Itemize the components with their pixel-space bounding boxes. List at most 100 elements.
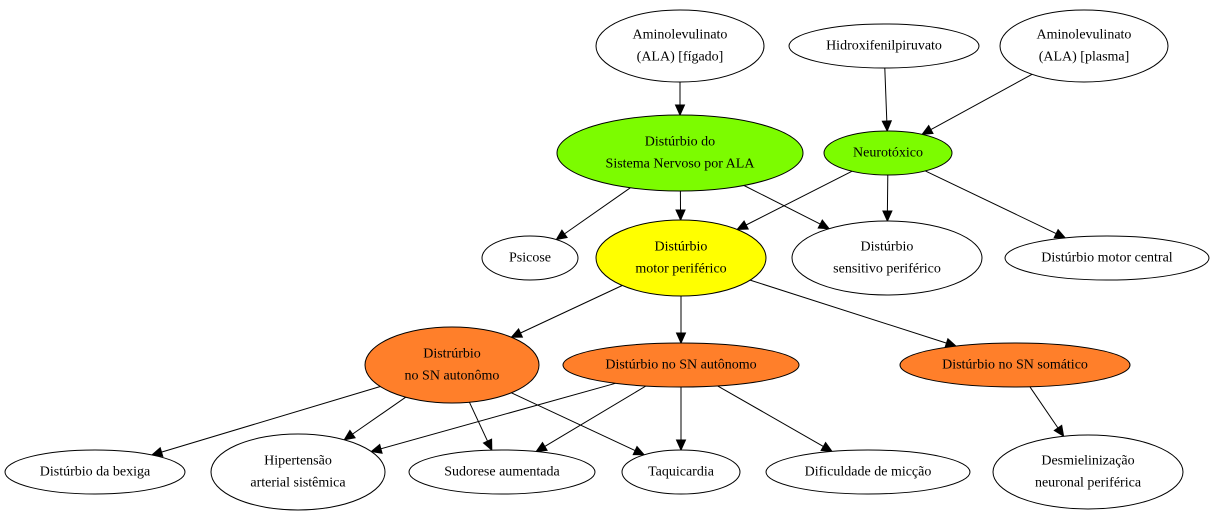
edge-disturbio-sn-somatico-to-desmielinizacao	[1029, 386, 1065, 438]
edge-line	[745, 170, 853, 226]
node-label-line: Hidroxifenilpiruvato	[826, 39, 942, 54]
node-sudorese[interactable]: Sudorese aumentada	[408, 449, 596, 495]
node-label-line: Desmielinização	[1041, 454, 1134, 469]
node-label-line: Distúrbio da bexiga	[40, 465, 151, 480]
node-ellipse	[595, 219, 767, 297]
node-label-line: Distúrbio no SN autônomo	[605, 358, 756, 373]
node-ellipse	[595, 9, 765, 83]
edge-line	[743, 185, 821, 225]
node-ellipse	[899, 342, 1131, 388]
node-disturbio-bexiga[interactable]: Distúrbio da bexiga	[4, 449, 186, 495]
edge-arrowhead	[535, 441, 548, 453]
node-ellipse	[788, 23, 980, 69]
edge-arrowhead	[370, 443, 383, 454]
edge-line	[544, 385, 647, 447]
node-label-line: arterial sistêmica	[250, 476, 346, 491]
edge-disturbio-motor-periferico-to-distrurbio-sn-autonomo	[510, 285, 623, 338]
edge-ala-plasma-to-neurotoxico	[921, 73, 1033, 135]
node-label-line: no SN autonômo	[405, 369, 500, 384]
edge-arrowhead	[675, 332, 687, 345]
edge-neurotoxico-to-disturbio-sensitivo-periferico	[882, 174, 893, 223]
edge-arrowhead	[555, 229, 568, 241]
edge-line	[925, 170, 1057, 235]
edge-disturbio-sn-autonomo-to-miccao	[717, 385, 834, 452]
node-ellipse	[4, 449, 186, 495]
node-ellipse	[210, 433, 386, 511]
node-label-line: sensitivo periférico	[833, 262, 941, 277]
node-psicose[interactable]: Psicose	[481, 235, 579, 281]
node-label-line: Distrúrbio	[423, 347, 481, 362]
edge-arrowhead	[1053, 228, 1067, 239]
node-ellipse	[992, 434, 1184, 510]
node-ala-plasma[interactable]: Aminolevulinato (ALA) [plasma]	[999, 9, 1169, 83]
node-taquicardia[interactable]: Taquicardia	[621, 449, 741, 495]
edge-arrowhead	[675, 209, 686, 222]
edge-line	[380, 382, 616, 450]
edge-arrowhead	[736, 220, 749, 231]
node-ellipse	[621, 449, 741, 495]
edge-disturbio-sn-ala-to-disturbio-sensitivo-periferico	[743, 185, 831, 230]
edge-arrowhead	[482, 438, 493, 452]
node-label-line: (ALA) [plasma]	[1039, 50, 1130, 65]
node-label-line: Dificuldade de micção	[805, 465, 932, 480]
node-ellipse	[562, 342, 800, 388]
node-label-line: Distúrbio no SN somático	[942, 358, 1088, 373]
node-label-line: Aminolevulinato	[1037, 28, 1132, 43]
node-label-line: Sudorese aumentada	[444, 465, 560, 480]
edge-ala-figado-to-disturbio-sn-ala	[674, 82, 686, 117]
edge-disturbio-sn-autonomo-to-sudorese	[535, 385, 647, 453]
node-disturbio-sensitivo-periferico[interactable]: Distúrbio sensitivo periférico	[791, 220, 983, 296]
edge-neurotoxico-to-disturbio-motor-periferico	[736, 170, 853, 231]
node-ellipse	[765, 449, 971, 495]
node-ellipse	[791, 220, 983, 296]
edge-arrowhead	[632, 445, 646, 456]
node-ellipse	[1004, 235, 1210, 281]
edge-line	[520, 285, 623, 334]
edge-arrowhead	[674, 104, 686, 117]
node-miccao[interactable]: Dificuldade de micção	[765, 449, 971, 495]
nodes-layer: Aminolevulinato (ALA) [fígado] Hidroxifeni…	[4, 9, 1210, 511]
node-hidroxifenilpiruvato[interactable]: Hidroxifenilpiruvato	[788, 23, 980, 69]
node-disturbio-motor-periferico[interactable]: Distúrbio motor periférico	[595, 219, 767, 297]
node-label-line: neuronal periférica	[1035, 476, 1142, 491]
edge-arrowhead	[343, 429, 356, 441]
node-label-line: Hipertensão	[264, 454, 332, 469]
node-ellipse	[999, 9, 1169, 83]
edge-disturbio-sn-autonomo-to-hipertensao	[370, 382, 616, 454]
node-label-line: Psicose	[509, 251, 551, 266]
node-label-line: Aminolevulinato	[633, 28, 728, 43]
node-distrurbio-sn-autonomo[interactable]: Distrúrbio no SN autonômo	[364, 326, 540, 404]
edge-hidroxifenilpiruvato-to-neurotoxico	[881, 67, 893, 133]
edge-arrowhead	[881, 120, 893, 133]
edge-arrowhead	[510, 327, 524, 338]
node-label-line: (ALA) [fígado]	[637, 50, 724, 65]
edge-distrurbio-sn-autonomo-to-sudorese	[468, 401, 493, 452]
node-ellipse	[823, 130, 953, 176]
node-hipertensao[interactable]: Hipertensão arterial sistêmica	[210, 433, 386, 511]
edge-arrowhead	[820, 441, 834, 452]
node-ala-figado[interactable]: Aminolevulinato (ALA) [fígado]	[595, 9, 765, 83]
node-disturbio-sn-somatico[interactable]: Distúrbio no SN somático	[899, 342, 1131, 388]
node-label-line: Distúrbio motor central	[1041, 251, 1173, 266]
edge-distrurbio-sn-autonomo-to-taquicardia	[511, 392, 646, 456]
node-disturbio-sn-autonomo[interactable]: Distúrbio no SN autônomo	[562, 342, 800, 388]
node-ellipse	[556, 114, 804, 192]
edge-line	[717, 385, 824, 447]
edge-disturbio-sn-ala-to-disturbio-motor-periferico	[675, 190, 686, 222]
node-label-line: motor periférico	[635, 262, 726, 277]
node-disturbio-motor-central[interactable]: Distúrbio motor central	[1004, 235, 1210, 281]
edge-arrowhead	[1053, 424, 1065, 438]
edge-line	[930, 73, 1033, 131]
edge-line	[352, 396, 406, 435]
node-label-line: Distúrbio	[861, 240, 914, 255]
node-label-line: Distúrbio	[655, 240, 708, 255]
edge-arrowhead	[675, 439, 687, 452]
edges-layer	[150, 67, 1067, 457]
edge-line	[161, 386, 381, 453]
edge-disturbio-sn-ala-to-psicose	[555, 187, 631, 241]
node-label-line: Sistema Nervoso por ALA	[606, 157, 756, 172]
node-neurotoxico[interactable]: Neurotóxico	[823, 130, 953, 176]
node-desmielinizacao[interactable]: Desmielinização neuronal periférica	[992, 434, 1184, 510]
